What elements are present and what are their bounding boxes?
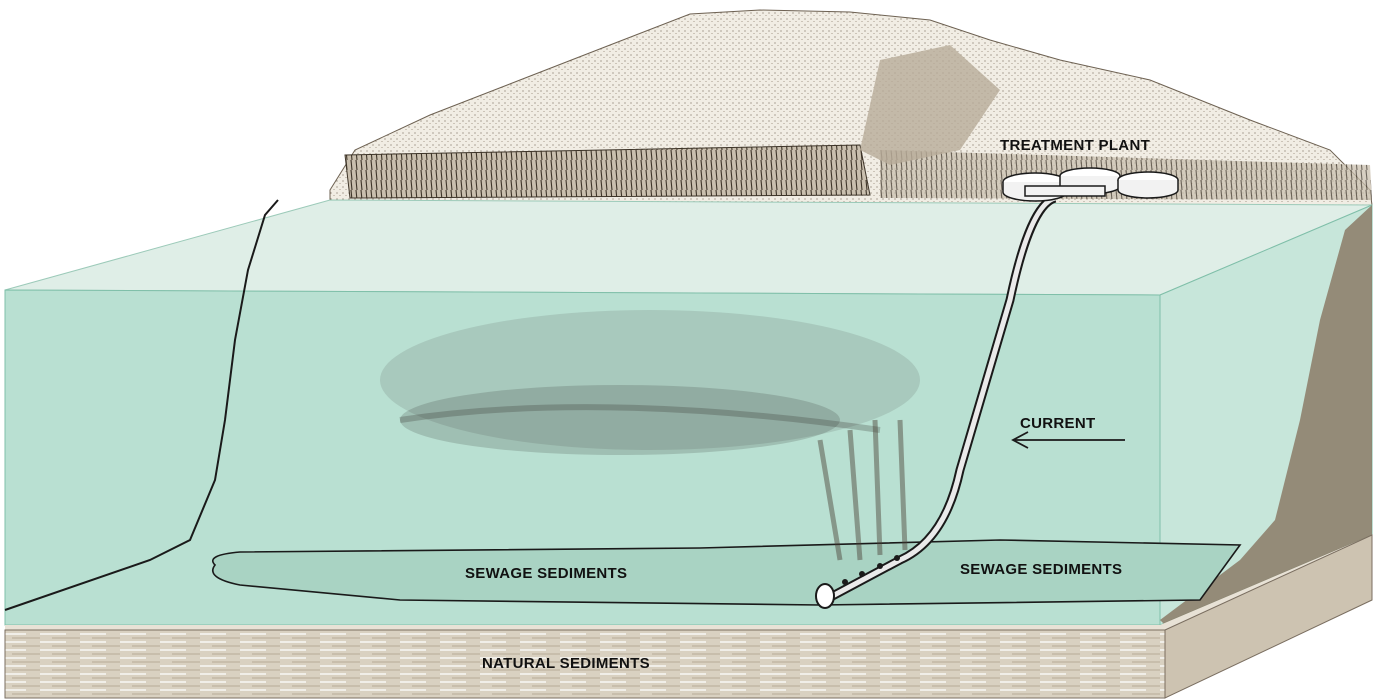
current-label: CURRENT — [1020, 415, 1095, 432]
tank-icon — [1003, 168, 1178, 201]
sewage-sediments-label-right: SEWAGE SEDIMENTS — [960, 561, 1122, 578]
natural-sediments-label: NATURAL SEDIMENTS — [482, 655, 650, 672]
pipe-icon — [816, 584, 834, 608]
sewage-sediments-label-left: SEWAGE SEDIMENTS — [465, 565, 627, 582]
treatment-plant-label: TREATMENT PLANT — [1000, 137, 1150, 154]
water-surface — [5, 200, 1372, 295]
